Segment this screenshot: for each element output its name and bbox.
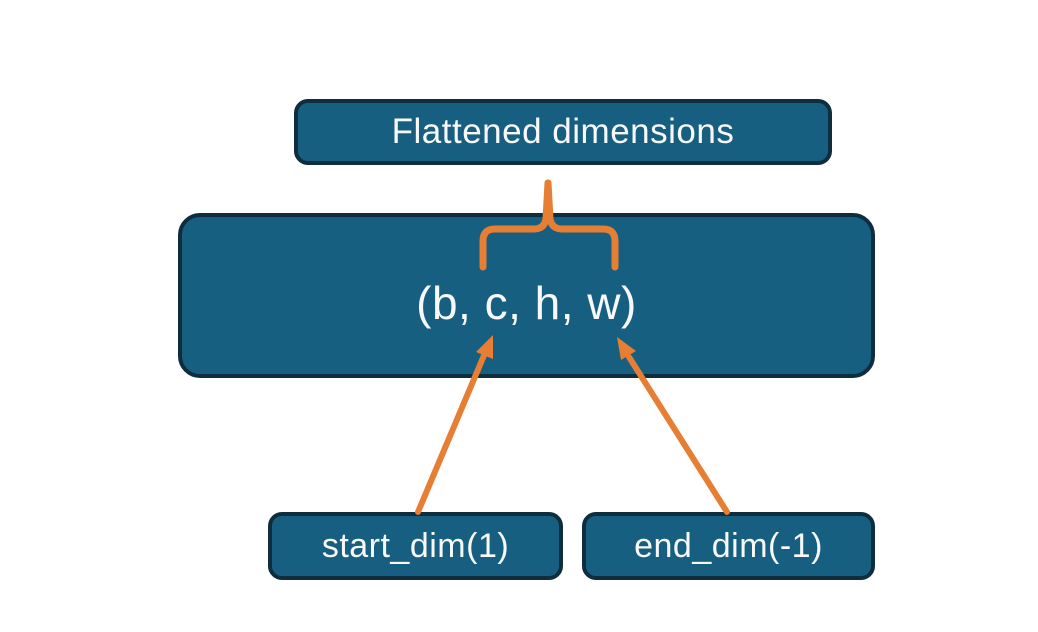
- flattened-dimensions-box: Flattened dimensions: [294, 99, 832, 165]
- flattened-dimensions-label: Flattened dimensions: [391, 112, 735, 151]
- tensor-shape-box: (b, c, h, w): [178, 213, 875, 378]
- end-dim-label: end_dim(-1): [634, 526, 823, 565]
- start-dim-label: start_dim(1): [321, 526, 510, 565]
- end-dim-box: end_dim(-1): [582, 512, 875, 580]
- start-dim-box: start_dim(1): [268, 512, 563, 580]
- tensor-shape-label: (b, c, h, w): [416, 276, 637, 329]
